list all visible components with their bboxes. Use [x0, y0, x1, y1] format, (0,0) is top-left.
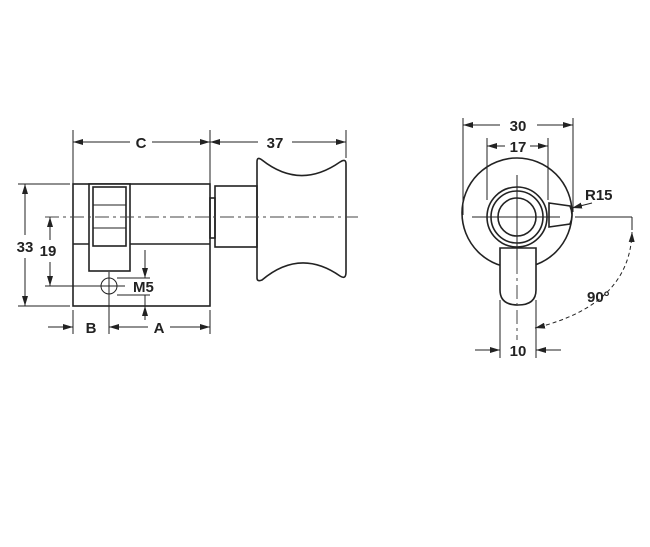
dim-33-label: 33 [17, 239, 34, 256]
dim-b-label: B [86, 320, 97, 337]
knob [256, 157, 347, 282]
dim-19-label: 19 [40, 243, 57, 260]
dim-90-label: 90° [587, 289, 610, 306]
cam-tab [548, 202, 573, 228]
dim-30-label: 30 [510, 118, 527, 135]
dim-10-label: 10 [510, 343, 527, 360]
mounting-hole [45, 272, 125, 312]
dim-17-label: 17 [510, 139, 527, 156]
lever [499, 247, 537, 306]
dim-c-label: C [136, 135, 147, 152]
front-view: 30 17 R15 90° 10 [461, 118, 635, 360]
dim-r15-label: R15 [585, 187, 613, 204]
side-view: C 37 33 19 M5 B A [17, 130, 358, 337]
dim-m5-label: M5 [133, 279, 154, 296]
dim-a-label: A [154, 320, 165, 337]
cylinder-body [72, 183, 211, 307]
dim-37-label: 37 [267, 135, 284, 152]
